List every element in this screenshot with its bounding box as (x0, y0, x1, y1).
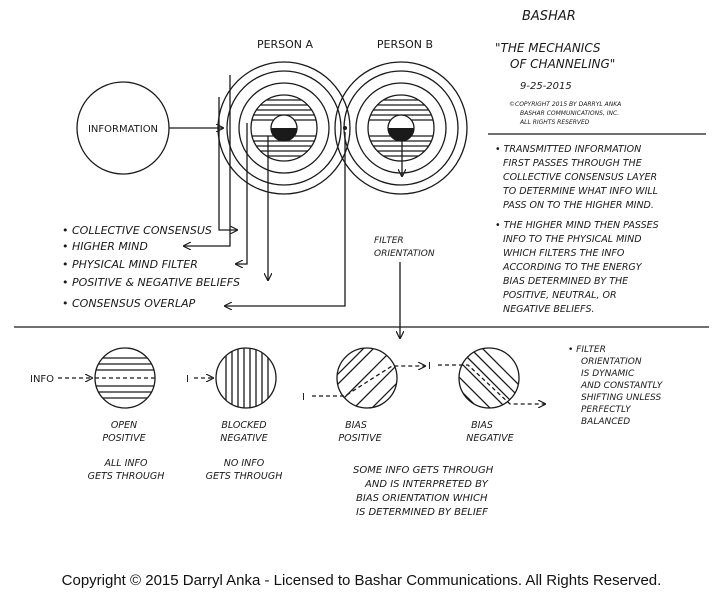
svg-text:IS DETERMINED BY BELIEF: IS DETERMINED BY BELIEF (356, 507, 488, 518)
bias-negative-label: BIAS NEGATIVE (466, 420, 513, 444)
person-b-label: PERSON B (377, 38, 433, 51)
svg-text:GETS THROUGH: GETS THROUGH (206, 471, 283, 482)
open-positive-filter (94, 347, 158, 409)
date-label: 9-25-2015 (520, 81, 572, 92)
open-result-text: ALL INFO GETS THROUGH (88, 458, 165, 482)
notice-line-3: ALL RIGHTS RESERVED (519, 119, 590, 126)
person-b-circles (334, 61, 468, 195)
svg-text:BALANCED: BALANCED (581, 417, 630, 427)
svg-text:PASS ON TO THE HIGHER MIND.: PASS ON TO THE HIGHER MIND. (503, 200, 654, 211)
svg-text:ACCORDING TO THE ENERGY: ACCORDING TO THE ENERGY (502, 262, 643, 273)
bias-negative-filter (438, 347, 545, 409)
svg-text:• TRANSMITTED INFORMATION: • TRANSMITTED INFORMATION (495, 144, 641, 155)
filter-label-line-2: ORIENTATION (374, 249, 435, 259)
svg-text:BIAS DETERMINED BY THE: BIAS DETERMINED BY THE (503, 276, 628, 287)
svg-text:POSITIVE: POSITIVE (338, 433, 381, 444)
copyright-footer: Copyright © 2015 Darryl Anka - Licensed … (61, 572, 662, 589)
note-2: • THE HIGHER MIND THEN PASSES INFO TO TH… (495, 220, 659, 315)
information-label: INFORMATION (88, 124, 158, 135)
svg-text:AND CONSTANTLY: AND CONSTANTLY (580, 381, 664, 391)
layer-consensus-overlap: • CONSENSUS OVERLAP (62, 297, 196, 310)
info-input-label: INFO (30, 374, 54, 385)
blocked-result-text: NO INFO GETS THROUGH (206, 458, 283, 482)
svg-text:INFO TO THE PHYSICAL MIND: INFO TO THE PHYSICAL MIND (503, 234, 642, 245)
title-line-2: OF CHANNELING" (510, 57, 615, 71)
layer-beliefs: • POSITIVE & NEGATIVE BELIEFS (62, 276, 240, 289)
layer-higher-mind: • HIGHER MIND (62, 240, 148, 253)
layer-physical-mind-filter: • PHYSICAL MIND FILTER (62, 258, 198, 271)
note-3: • FILTER ORIENTATION IS DYNAMIC AND CONS… (568, 345, 664, 427)
i-label-bias-negative: I (428, 361, 431, 372)
svg-text:ALL INFO: ALL INFO (104, 458, 148, 469)
svg-text:BIAS: BIAS (471, 420, 493, 431)
notice-line-1: ©COPYRIGHT 2015 BY DARRYL ANKA (509, 101, 621, 108)
svg-text:PERFECTLY: PERFECTLY (581, 405, 632, 415)
svg-text:COLLECTIVE CONSENSUS LAYER: COLLECTIVE CONSENSUS LAYER (503, 172, 657, 183)
svg-text:BIAS ORIENTATION WHICH: BIAS ORIENTATION WHICH (356, 493, 488, 504)
svg-text:POSITIVE, NEUTRAL, OR: POSITIVE, NEUTRAL, OR (503, 290, 617, 301)
channeling-diagram: BASHAR "THE MECHANICS OF CHANNELING" 9-2… (14, 9, 709, 518)
person-a-circles (217, 61, 351, 195)
bias-positive-filter (312, 347, 425, 409)
title-line-1: "THE MECHANICS (495, 41, 601, 55)
svg-text:POSITIVE: POSITIVE (102, 433, 145, 444)
svg-text:• THE HIGHER MIND THEN PASSES: • THE HIGHER MIND THEN PASSES (495, 220, 659, 231)
svg-text:NO INFO: NO INFO (224, 458, 265, 469)
author-label: BASHAR (522, 9, 576, 24)
blocked-negative-label: BLOCKED NEGATIVE (220, 420, 267, 444)
svg-text:NEGATIVE: NEGATIVE (466, 433, 513, 444)
layer-arrows (184, 75, 402, 306)
i-label-blocked: I (186, 374, 189, 385)
svg-text:WHICH FILTERS THE INFO: WHICH FILTERS THE INFO (503, 248, 625, 259)
svg-text:OPEN: OPEN (111, 420, 137, 431)
svg-text:• FILTER: • FILTER (568, 345, 606, 355)
layer-collective-consensus: • COLLECTIVE CONSENSUS (62, 224, 212, 237)
svg-text:NEGATIVE BELIEFS.: NEGATIVE BELIEFS. (503, 304, 595, 315)
svg-text:BIAS: BIAS (345, 420, 367, 431)
person-a-label: PERSON A (257, 38, 314, 51)
svg-text:FIRST PASSES THROUGH THE: FIRST PASSES THROUGH THE (503, 158, 642, 169)
svg-text:SHIFTING UNLESS: SHIFTING UNLESS (581, 393, 661, 403)
svg-text:NEGATIVE: NEGATIVE (220, 433, 267, 444)
svg-text:IS DYNAMIC: IS DYNAMIC (581, 369, 635, 379)
blocked-negative-filter (215, 347, 277, 409)
svg-text:GETS THROUGH: GETS THROUGH (88, 471, 165, 482)
note-1: • TRANSMITTED INFORMATION FIRST PASSES T… (495, 144, 658, 211)
svg-text:AND IS INTERPRETED BY: AND IS INTERPRETED BY (364, 479, 489, 490)
svg-text:BLOCKED: BLOCKED (221, 420, 266, 431)
svg-text:SOME INFO GETS THROUGH: SOME INFO GETS THROUGH (353, 465, 494, 476)
bias-positive-label: BIAS POSITIVE (338, 420, 381, 444)
overlap-dot (343, 126, 347, 130)
svg-text:ORIENTATION: ORIENTATION (581, 357, 642, 367)
notice-line-2: BASHAR COMMUNICATIONS, INC. (520, 110, 619, 117)
svg-text:TO DETERMINE WHAT INFO WILL: TO DETERMINE WHAT INFO WILL (503, 186, 658, 197)
i-label-bias-positive: I (302, 392, 305, 403)
open-positive-label: OPEN POSITIVE (102, 420, 145, 444)
bias-result-text: SOME INFO GETS THROUGH AND IS INTERPRETE… (353, 465, 494, 518)
filter-label-line-1: FILTER (374, 236, 404, 246)
